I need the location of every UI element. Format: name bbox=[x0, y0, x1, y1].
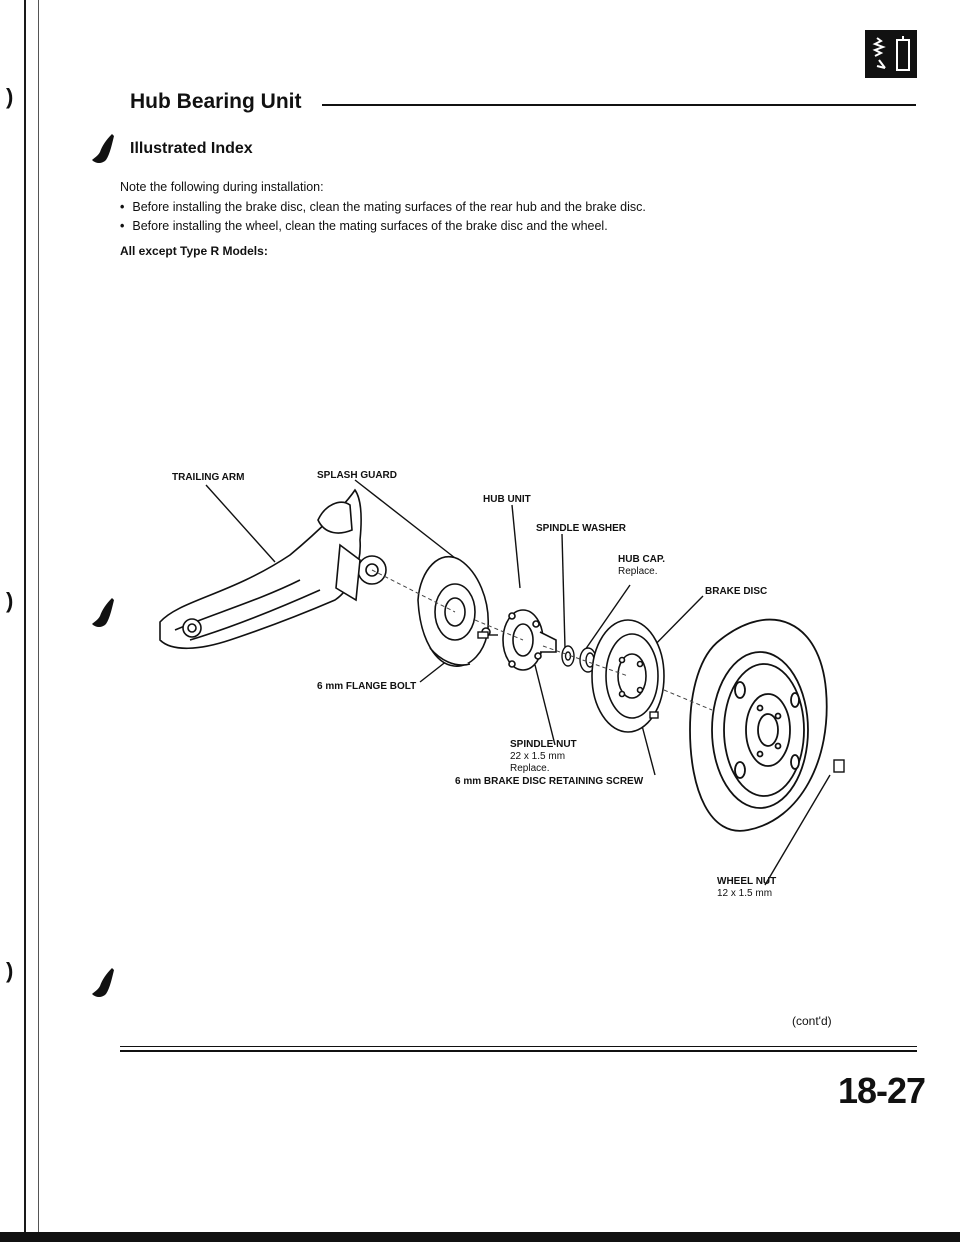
page-number: 18-27 bbox=[838, 1070, 926, 1111]
trailing-arm bbox=[159, 488, 387, 650]
binding-mark: ) bbox=[6, 588, 14, 613]
pointer-hand-icon bbox=[92, 134, 114, 163]
pointer-hand-icon bbox=[92, 968, 114, 997]
label-brake-disc: BRAKE DISC bbox=[705, 586, 768, 597]
hub-unit bbox=[502, 609, 557, 671]
page-title: Hub Bearing Unit bbox=[130, 90, 302, 113]
label-spindle-nut-size: 22 x 1.5 mm bbox=[510, 751, 566, 762]
label-retaining-screw: 6 mm BRAKE DISC RETAINING SCREW bbox=[455, 776, 644, 787]
label-spindle-nut: SPINDLE NUT bbox=[510, 739, 577, 750]
bullet-item: Before installing the wheel, clean the m… bbox=[120, 217, 646, 236]
spindle-washer bbox=[561, 645, 575, 667]
suspension-section-icon bbox=[865, 30, 917, 78]
page-margin-line bbox=[38, 0, 39, 1242]
title-rule bbox=[322, 104, 916, 106]
label-spindle-nut-note: Replace. bbox=[510, 763, 550, 774]
pointer-hand-icon bbox=[92, 598, 114, 627]
brake-disc bbox=[591, 619, 665, 733]
exploded-view-diagram bbox=[159, 479, 845, 886]
label-hub-cap-note: Replace. bbox=[618, 566, 658, 577]
footer-rule bbox=[120, 1046, 917, 1047]
continued-note: (cont'd) bbox=[792, 1014, 832, 1028]
models-label: All except Type R Models: bbox=[120, 244, 268, 258]
installation-note: Note the following during installation: bbox=[120, 180, 324, 194]
label-wheel-nut: WHEEL NUT bbox=[717, 876, 777, 887]
label-trailing-arm: TRAILING ARM bbox=[172, 472, 245, 483]
label-hub-unit: HUB UNIT bbox=[483, 494, 531, 505]
label-splash-guard: SPLASH GUARD bbox=[317, 470, 398, 481]
page-binding-line bbox=[24, 0, 26, 1242]
binding-mark: ) bbox=[6, 958, 14, 983]
label-flange-bolt: 6 mm FLANGE BOLT bbox=[317, 681, 417, 692]
wheel-assembly bbox=[689, 618, 828, 832]
section-subtitle: Illustrated Index bbox=[130, 140, 253, 157]
label-wheel-nut-size: 12 x 1.5 mm bbox=[717, 888, 773, 899]
note-bullets: Before installing the brake disc, clean … bbox=[120, 198, 646, 236]
bullet-item: Before installing the brake disc, clean … bbox=[120, 198, 646, 217]
label-spindle-washer: SPINDLE WASHER bbox=[536, 523, 627, 534]
binding-mark: ) bbox=[6, 84, 14, 109]
footer-rule bbox=[120, 1050, 917, 1052]
fasteners bbox=[477, 631, 845, 773]
page-bottom-edge bbox=[0, 1232, 960, 1242]
label-hub-cap: HUB CAP. bbox=[618, 554, 666, 565]
